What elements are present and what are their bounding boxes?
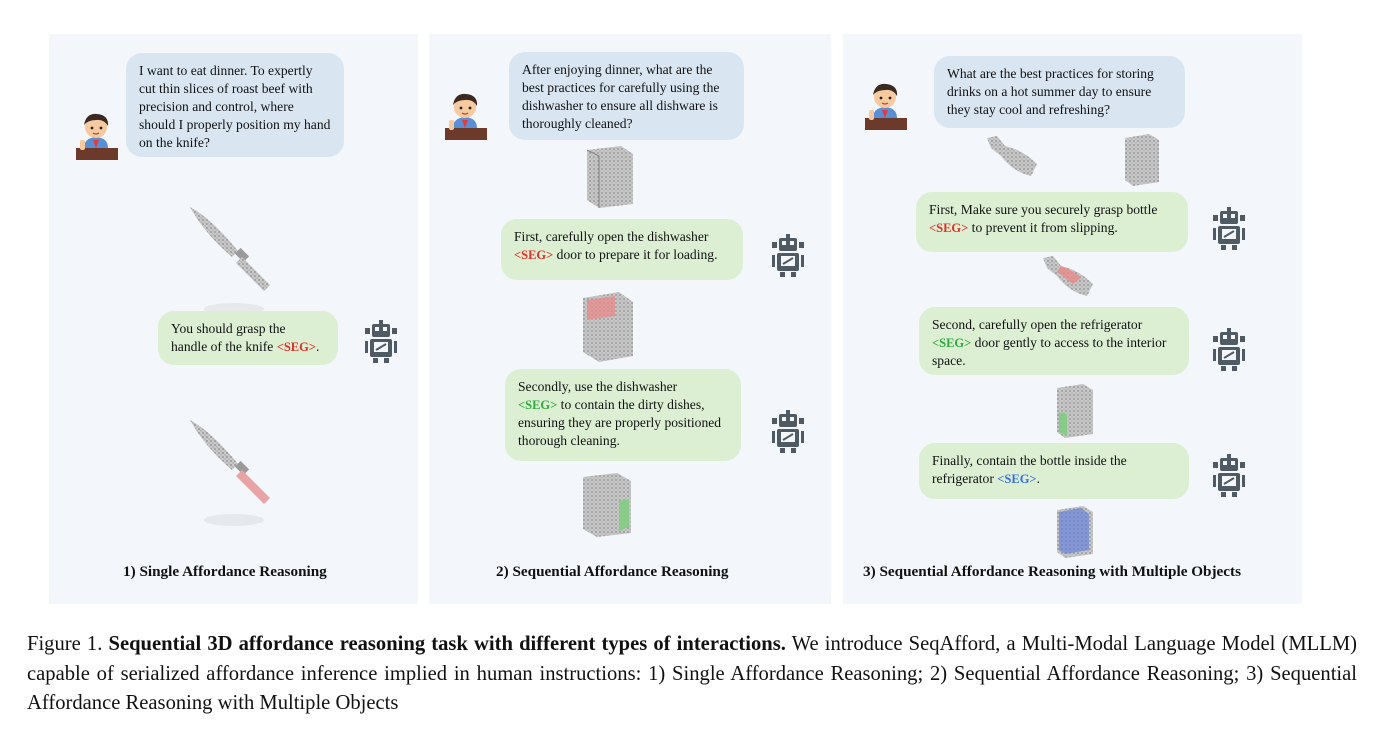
refrigerator-pointcloud-door	[1057, 384, 1093, 438]
panel-label: 3) Sequential Affordance Reasoning with …	[863, 563, 1241, 580]
bottle-pointcloud	[987, 136, 1037, 176]
robot-icon	[772, 410, 805, 454]
answer-bubble: Second, carefully open the refrigerator …	[919, 307, 1189, 375]
robot-icon	[1213, 454, 1246, 498]
answer-bubble: First, Make sure you securely grasp bott…	[916, 192, 1188, 252]
answer-bubble: You should grasp the handle of the knife…	[158, 311, 338, 365]
seg-token: <SEG>	[932, 336, 972, 350]
answer-text-end: door gently to access to the interior sp…	[932, 335, 1167, 368]
answer-text: Secondly, use the dishwasher	[518, 379, 678, 394]
caption-title: Sequential 3D affordance reasoning task …	[108, 633, 786, 655]
answer-text: Finally, contain the bottle inside the r…	[932, 453, 1127, 486]
knife-pointcloud	[190, 207, 270, 315]
answer-text: Second, carefully open the refrigerator	[932, 317, 1143, 332]
answer-text: First, carefully open the dishwasher	[514, 229, 709, 244]
figure-caption: Figure 1. Sequential 3D affordance reaso…	[27, 630, 1357, 719]
question-bubble: What are the best practices for storing …	[934, 56, 1185, 128]
answer-text-end: .	[315, 339, 320, 354]
panel-sequential-multiple-objects: What are the best practices for storing …	[843, 34, 1302, 604]
answer-text-end: .	[1036, 471, 1040, 486]
seg-token: <SEG>	[997, 472, 1037, 486]
dishwasher-pointcloud	[586, 146, 633, 208]
question-text: After enjoying dinner, what are the best…	[522, 62, 720, 131]
bottle-pointcloud-grasp	[1043, 256, 1093, 296]
robot-icon	[772, 234, 805, 278]
dishwasher-pointcloud-interior	[583, 473, 631, 537]
answer-text: You should grasp the handle of the knife	[171, 321, 286, 354]
question-text: I want to eat dinner. To expertly cut th…	[139, 63, 331, 150]
robot-icon	[365, 320, 398, 364]
panel-label: 2) Sequential Affordance Reasoning	[496, 563, 729, 580]
answer-bubble: Finally, contain the bottle inside the r…	[919, 443, 1189, 499]
robot-icon	[1213, 328, 1246, 372]
person-avatar-icon	[865, 83, 908, 131]
seg-token: <SEG>	[514, 248, 554, 262]
panel-label: 1) Single Affordance Reasoning	[123, 563, 327, 580]
dishwasher-pointcloud-door	[583, 292, 633, 362]
refrigerator-pointcloud	[1125, 134, 1159, 186]
answer-text-end: to prevent it from slipping.	[971, 220, 1118, 235]
seg-token: <SEG>	[276, 340, 316, 354]
robot-icon	[1213, 207, 1246, 251]
seg-token: <SEG>	[929, 221, 969, 235]
panel-sequential-affordance: After enjoying dinner, what are the best…	[429, 34, 831, 604]
answer-text-end: to contain the dirty dishes, ensuring th…	[518, 397, 722, 448]
knife-pointcloud-segmented	[190, 420, 270, 526]
answer-text-end: door to prepare it for loading.	[556, 247, 718, 262]
seg-token: <SEG>	[518, 398, 558, 412]
answer-text: First, Make sure you securely grasp bott…	[929, 202, 1158, 217]
question-bubble: After enjoying dinner, what are the best…	[509, 52, 744, 140]
person-avatar-icon	[76, 113, 119, 161]
answer-bubble: Secondly, use the dishwasher <SEG> to co…	[505, 369, 741, 461]
caption-prefix: Figure 1.	[27, 633, 103, 655]
question-bubble: I want to eat dinner. To expertly cut th…	[126, 53, 344, 157]
answer-bubble: First, carefully open the dishwasher <SE…	[501, 219, 743, 280]
caption-body: We introduce SeqAfford, a Multi-Modal La…	[27, 633, 1357, 714]
person-avatar-icon	[445, 93, 488, 141]
panel-single-affordance: I want to eat dinner. To expertly cut th…	[49, 34, 418, 604]
refrigerator-pointcloud-contain	[1057, 506, 1093, 558]
question-text: What are the best practices for storing …	[947, 66, 1154, 117]
